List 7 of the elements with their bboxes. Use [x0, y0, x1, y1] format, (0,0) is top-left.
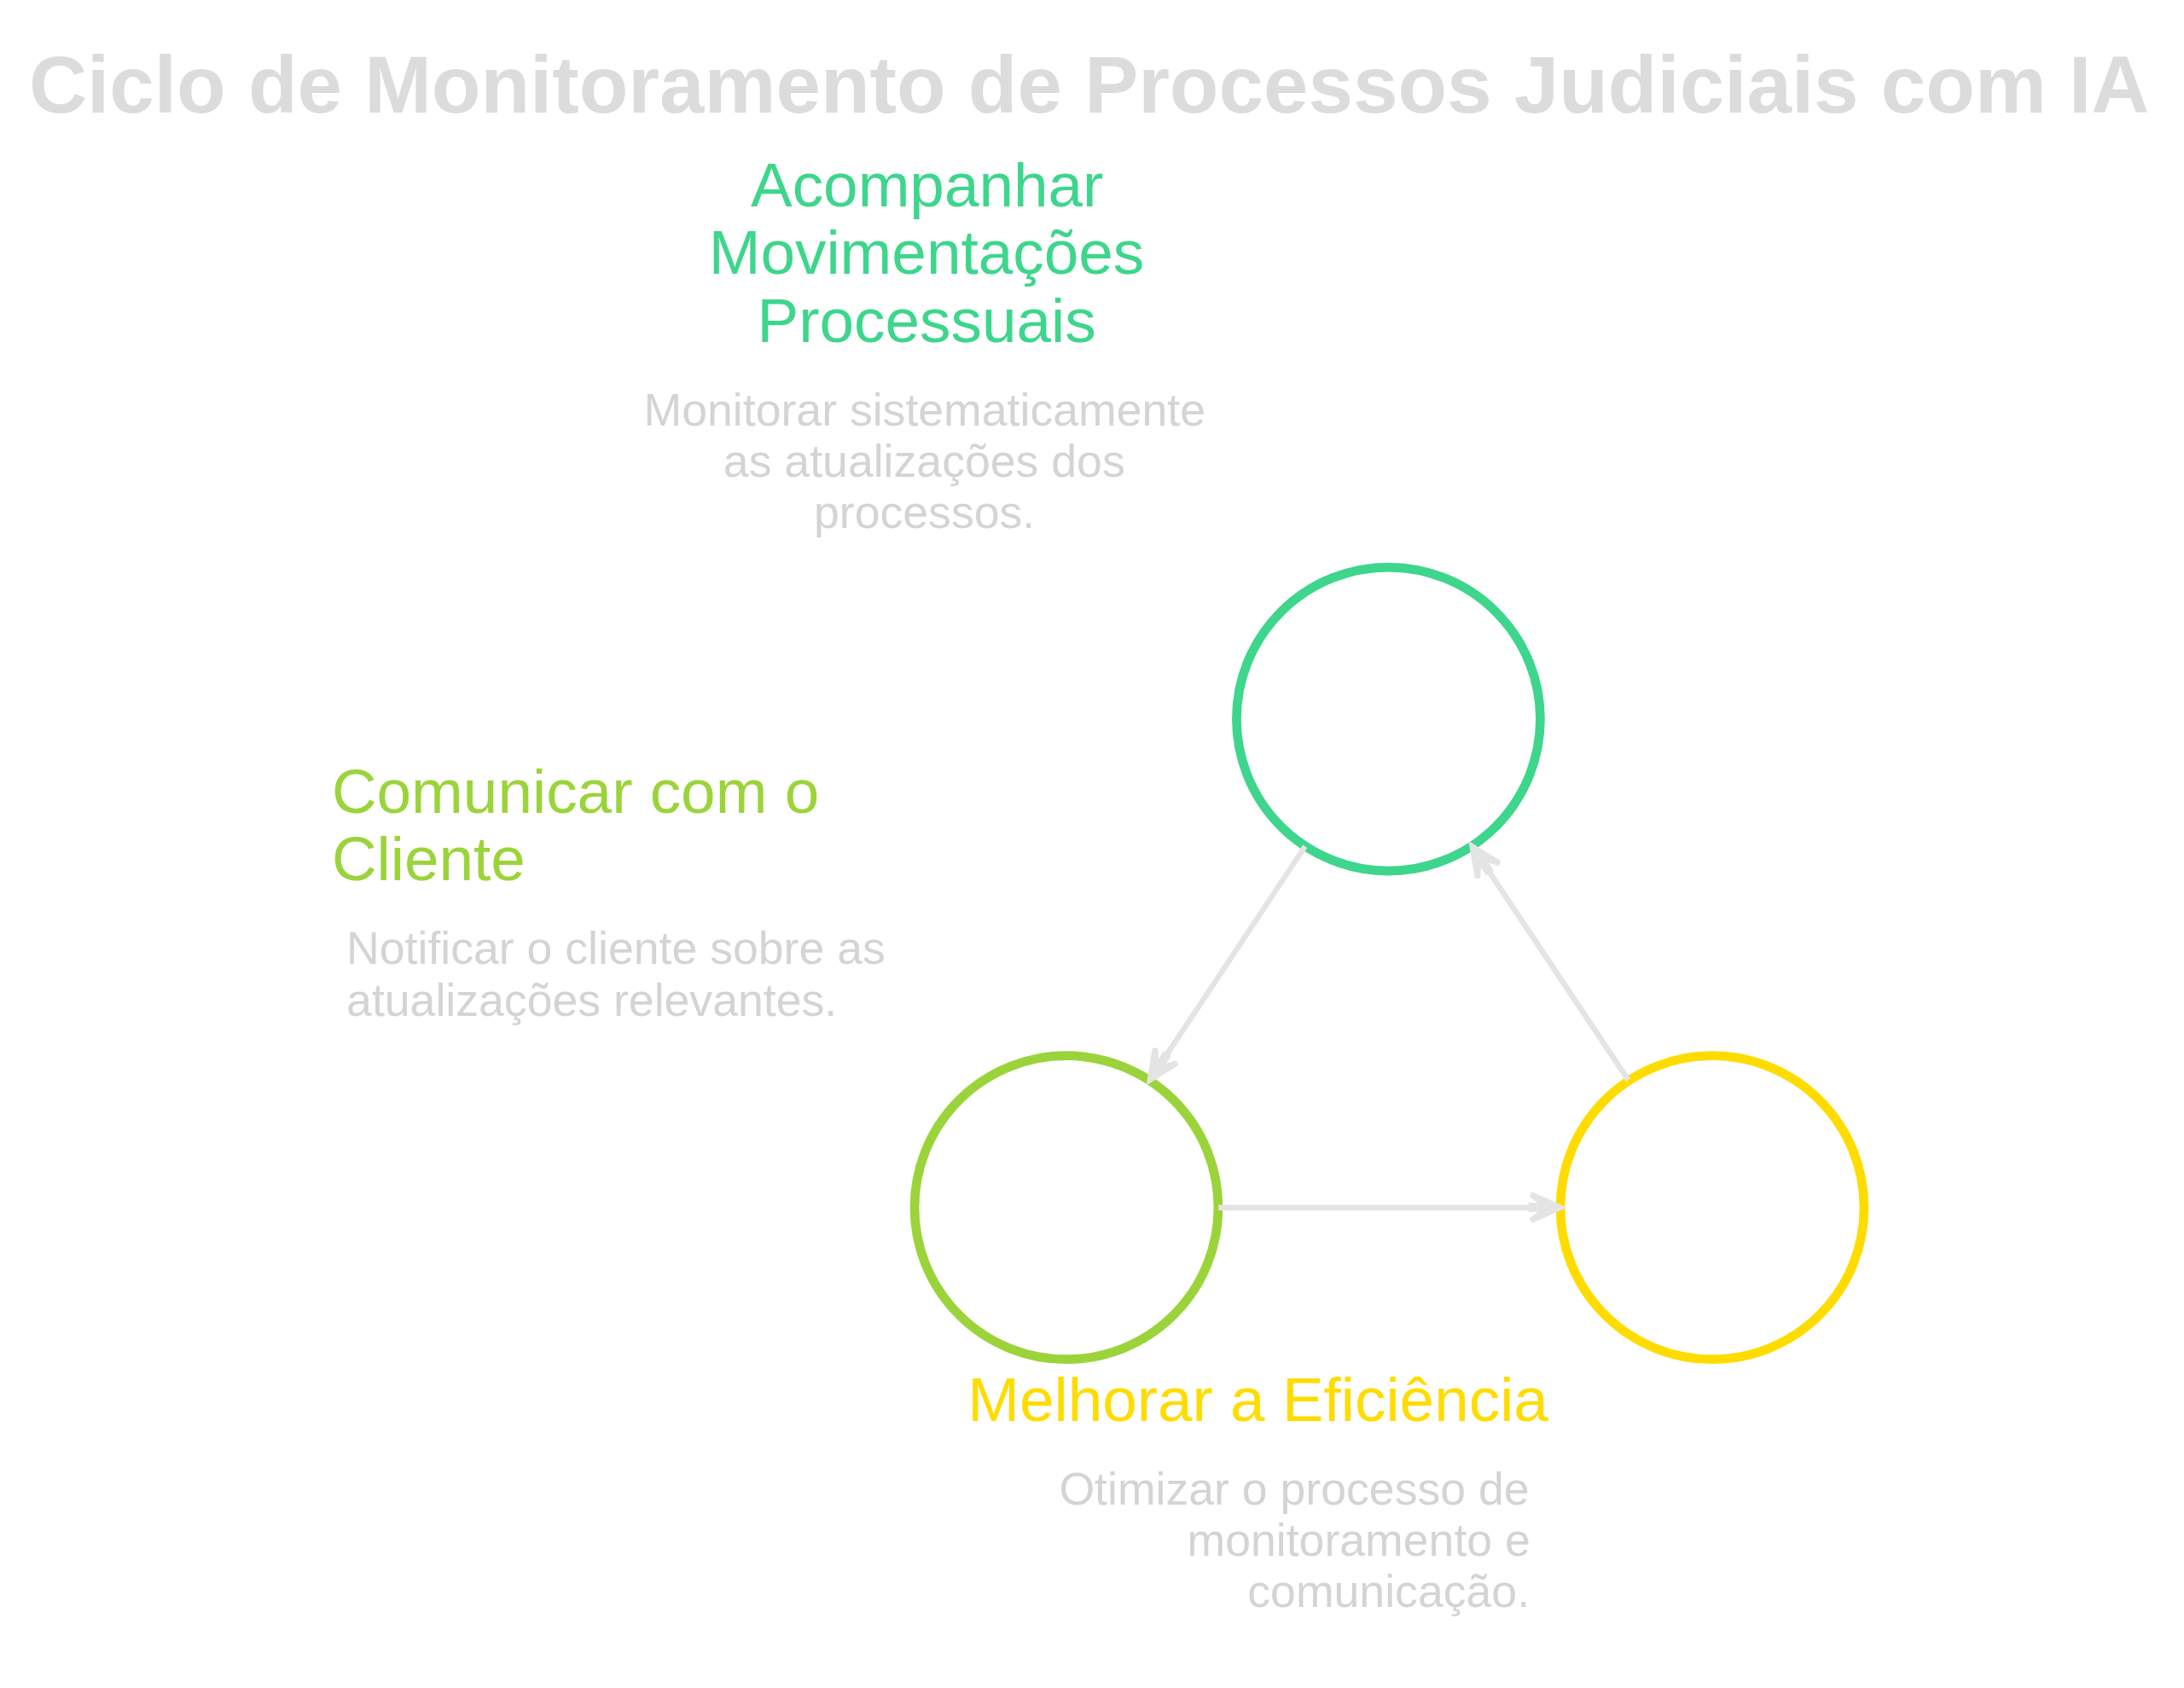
node-label: Comunicar com o Cliente: [331, 756, 820, 893]
arrow: [1469, 843, 1631, 1082]
node-label: Acompanhar Movimentações Processuais: [708, 149, 1145, 355]
node-circle: [909, 1050, 1223, 1364]
node-circle: [1232, 562, 1545, 875]
node-circle: [1555, 1050, 1869, 1364]
node-label: Melhorar a Eficiência: [967, 1364, 1548, 1434]
